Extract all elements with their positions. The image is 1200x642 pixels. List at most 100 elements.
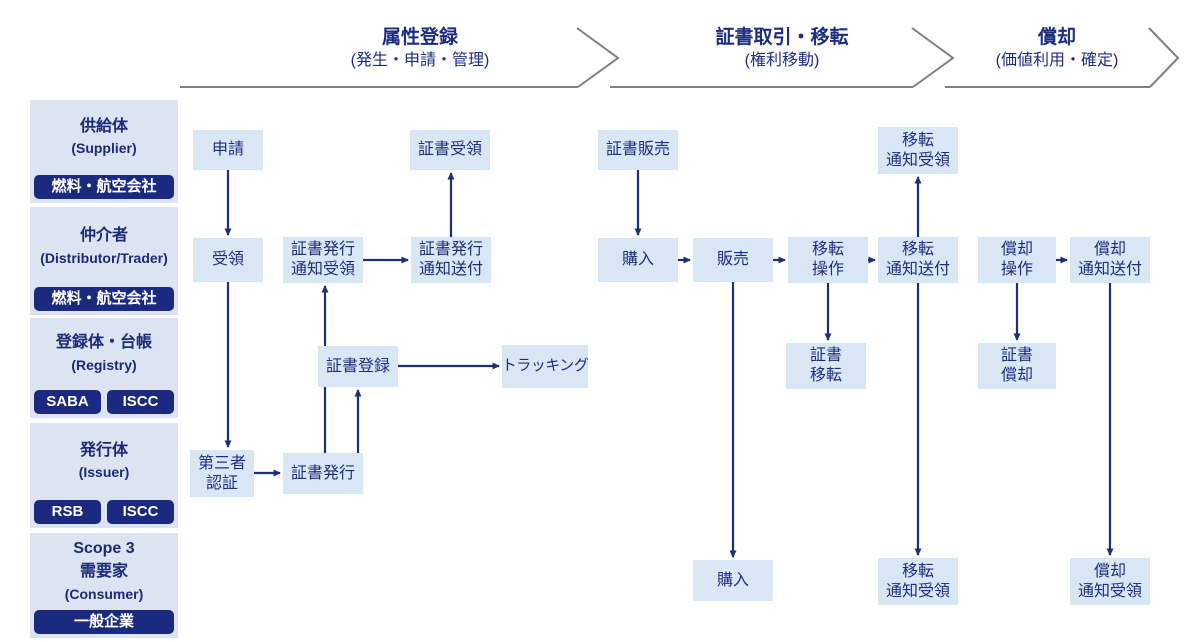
phase-title: 償却 xyxy=(1037,27,1076,48)
lane-title-line: 発行体 xyxy=(79,441,128,459)
flow-node-retire-notice-receive-consumer: 償却通知受領 xyxy=(1070,558,1150,605)
lane-title: 登録体・台帳 (Registry) xyxy=(30,318,178,390)
phase-subtitle: (権利移動) xyxy=(744,51,820,69)
lane-title-line: 仲介者 xyxy=(79,227,128,245)
flow-node-label: 移転 xyxy=(901,131,934,149)
flow-node-label: 償却 xyxy=(1000,241,1033,258)
flow-node-retire-operate: 償却操作 xyxy=(978,237,1056,283)
flow-node-label: 証書発行 xyxy=(418,241,483,258)
lane-badges: 燃料・航空会社 xyxy=(34,287,174,311)
lane-badges: 燃料・航空会社 xyxy=(34,175,174,199)
lane-title: 仲介者 (Distributor/Trader) xyxy=(30,207,178,287)
flow-node-label: 通知受領 xyxy=(290,261,355,278)
flow-node-label: 償却 xyxy=(1093,241,1126,258)
flow-node-label: 申請 xyxy=(211,141,244,158)
lane-badge: 一般企業 xyxy=(34,610,174,634)
flow-node-label: 証書販売 xyxy=(605,141,670,158)
lane-distributor-trader: 仲介者 (Distributor/Trader) 燃料・航空会社 xyxy=(30,207,178,315)
lane-title-line: (Supplier) xyxy=(71,140,137,157)
flow-node-transfer-notice-receive-consumer: 移転通知受領 xyxy=(878,558,958,605)
flow-node-label: 購入 xyxy=(716,571,749,589)
phase-title: 証書取引・移転 xyxy=(715,27,849,48)
lane-title-line: (Registry) xyxy=(71,356,137,373)
phase2-chevron-icon xyxy=(911,27,955,88)
flow-node-label: 受領 xyxy=(211,251,244,268)
lane-title: Scope 3 需要家 (Consumer) xyxy=(30,533,178,610)
flow-node-label: 操作 xyxy=(1000,261,1033,278)
lane-badge: RSB xyxy=(34,500,101,524)
lane-badge: 燃料・航空会社 xyxy=(34,287,174,311)
flow-node-label: 償却 xyxy=(1093,562,1126,580)
flow-node-label: 証書発行 xyxy=(290,241,355,258)
flow-node-buy-consumer: 購入 xyxy=(693,560,773,601)
flow-node-label: 第三者 xyxy=(197,454,246,472)
flow-node-label: 通知送付 xyxy=(1077,261,1142,278)
phase-header-retirement: 償却 (価値利用・確定) xyxy=(907,26,1200,71)
lane-consumer: Scope 3 需要家 (Consumer) 一般企業 xyxy=(30,533,178,638)
flow-node-label: 通知受領 xyxy=(1077,582,1142,600)
flow-node-label: 認証 xyxy=(205,474,238,492)
lane-title-line: (Distributor/Trader) xyxy=(40,249,168,266)
phase3-chevron-icon xyxy=(1148,27,1180,88)
flow-node-tracking: トラッキング xyxy=(501,345,589,388)
flow-node-transfer-operate: 移転操作 xyxy=(788,237,868,283)
flow-node-cert-register: 証書登録 xyxy=(318,346,398,387)
lane-badge: SABA xyxy=(34,390,101,414)
flow-node-label: 通知送付 xyxy=(418,261,483,278)
flow-node-label: 移転 xyxy=(809,367,842,384)
flow-node-label: 購入 xyxy=(621,251,654,268)
flow-node-label: 移転 xyxy=(811,241,844,258)
flow-node-label: 償却 xyxy=(1000,367,1033,384)
flow-node-apply: 申請 xyxy=(193,130,263,170)
flow-node-label: 移転 xyxy=(901,241,934,258)
flow-node-label: 証書発行 xyxy=(290,464,355,482)
lane-badge: ISCC xyxy=(107,390,174,414)
lane-badge: 燃料・航空会社 xyxy=(34,175,174,199)
flow-node-label: 証書 xyxy=(1000,347,1033,364)
lane-title: 発行体 (Issuer) xyxy=(30,423,178,500)
lane-title: 供給体 (Supplier) xyxy=(30,100,178,175)
lane-title-line: 供給体 xyxy=(79,117,128,135)
lane-title-line: (Consumer) xyxy=(64,585,144,602)
phase1-chevron-icon xyxy=(576,27,620,88)
flow-node-sell: 販売 xyxy=(693,238,773,282)
flow-node-retire-notice-send: 償却通知送付 xyxy=(1070,237,1150,283)
flow-node-label: 証書 xyxy=(809,347,842,364)
flow-node-cert-receive: 証書受領 xyxy=(410,130,490,170)
phase-separator-chevrons xyxy=(180,27,1180,88)
flow-node-cert-sell: 証書販売 xyxy=(598,130,678,170)
lane-badge: ISCC xyxy=(107,500,174,524)
lane-title-line: Scope 3 xyxy=(73,540,135,558)
flow-node-issue-notice-send: 証書発行通知送付 xyxy=(411,237,491,283)
lane-supplier: 供給体 (Supplier) 燃料・航空会社 xyxy=(30,100,178,203)
flow-node-third-party-cert: 第三者認証 xyxy=(190,450,254,497)
flow-node-transfer-notice-receive-supplier: 移転通知受領 xyxy=(878,127,958,174)
flow-node-transfer-notice-send: 移転通知送付 xyxy=(878,237,958,283)
flow-node-label: 証書受領 xyxy=(417,141,482,158)
phase-header-certificate-trading-transfer: 証書取引・移転 (権利移動) xyxy=(632,26,932,71)
lane-title-line: 登録体・台帳 xyxy=(55,334,152,352)
flow-node-cert-issue: 証書発行 xyxy=(283,453,363,494)
phase-header-attribute-registration: 属性登録 (発生・申請・管理) xyxy=(270,26,570,71)
flow-node-receive: 受領 xyxy=(193,238,263,282)
phase-subtitle: (発生・申請・管理) xyxy=(350,51,490,69)
lane-title-line: 需要家 xyxy=(79,563,128,581)
flow-node-buy-distributor: 購入 xyxy=(598,238,678,282)
lane-badges: 一般企業 xyxy=(34,610,174,634)
lane-title-line: (Issuer) xyxy=(78,464,130,481)
flow-node-label: 通知送付 xyxy=(885,261,950,278)
flow-node-issue-notice-receive: 証書発行通知受領 xyxy=(283,237,363,283)
flow-node-label: 操作 xyxy=(811,261,844,278)
flow-node-label: 通知受領 xyxy=(885,582,950,600)
flow-node-label: 通知受領 xyxy=(885,151,950,169)
flow-node-cert-transfer: 証書移転 xyxy=(786,343,866,389)
flow-node-label: 証書登録 xyxy=(325,357,390,375)
flow-node-label: 販売 xyxy=(716,251,749,268)
flow-node-label: トラッキング xyxy=(501,357,589,375)
